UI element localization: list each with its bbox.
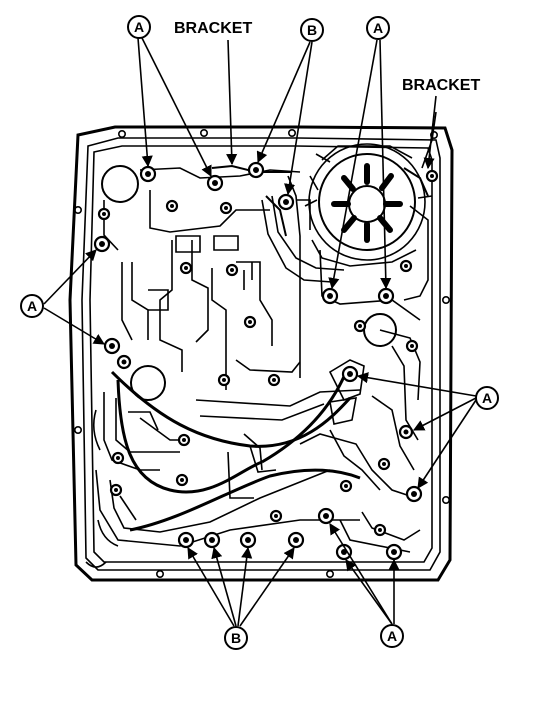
bolt-misc-9 (175, 473, 189, 487)
bolt-b-bottom-4 (287, 531, 305, 549)
bolt-a-right-4 (398, 424, 414, 440)
callout-a-top-right: A (366, 16, 390, 40)
bolt-misc-4 (225, 263, 239, 277)
bolt-misc-15 (405, 339, 419, 353)
bolt-a-top-1 (139, 165, 157, 183)
bolt-misc-6 (217, 373, 231, 387)
bolt-left-3 (116, 354, 132, 370)
bolt-misc-20 (97, 207, 111, 221)
bolt-a-bottom-1 (317, 507, 335, 525)
bracket-label-top: BRACKET (174, 20, 252, 37)
bolt-a-right-2 (377, 287, 395, 305)
wire-harness (110, 359, 365, 532)
bolt-misc-11 (109, 483, 123, 497)
bracket-label-right: BRACKET (402, 77, 480, 94)
callout-a-right-letter: A (482, 390, 492, 406)
callout-b-bottom: B (224, 626, 248, 650)
bolt-misc-12 (269, 509, 283, 523)
bolt-misc-8 (177, 433, 191, 447)
bolt-misc-2 (219, 201, 233, 215)
bolt-a-right-3 (341, 365, 359, 383)
callout-a-top-right-letter: A (373, 20, 383, 36)
callout-a-left: A (20, 294, 44, 318)
callout-b-top-letter: B (307, 22, 317, 38)
bolt-a-top-2 (206, 174, 224, 192)
callout-a-top-left-letter: A (134, 19, 144, 35)
bolt-a-right-5 (405, 485, 423, 503)
bolt-misc-17 (373, 523, 387, 537)
pump-gear (304, 143, 433, 267)
valve-body-channels (92, 153, 429, 553)
callout-b-top: B (300, 18, 324, 42)
callout-a-bottom: A (380, 624, 404, 648)
bolt-a-bottom-2 (335, 543, 353, 561)
accumulator-left (130, 365, 166, 401)
bracket-top-part (211, 164, 292, 237)
bolt-misc-13 (339, 479, 353, 493)
bolt-misc-18 (399, 259, 413, 273)
callout-b-bottom-letter: B (231, 630, 241, 646)
bolt-a-bottom-3 (385, 543, 403, 561)
bolt-a-left-2 (103, 337, 121, 355)
bolt-misc-5 (243, 315, 257, 329)
bolt-a-right-1 (321, 287, 339, 305)
callout-a-right: A (475, 386, 499, 410)
leader-lines (43, 37, 477, 627)
bolt-misc-19 (425, 169, 439, 183)
bolt-a-left-1 (93, 235, 111, 253)
callout-a-left-letter: A (27, 298, 37, 314)
bolt-b-top-1 (247, 161, 265, 179)
bolt-misc-10 (111, 451, 125, 465)
bolt-misc-1 (165, 199, 179, 213)
callout-a-top-left: A (127, 15, 151, 39)
bolt-b-bottom-1 (177, 531, 195, 549)
bolt-misc-7 (267, 373, 281, 387)
case-outline (68, 125, 454, 582)
bolt-misc-16 (377, 457, 391, 471)
callout-a-bottom-letter: A (387, 628, 397, 644)
bolt-misc-14 (353, 319, 367, 333)
bolt-b-bottom-3 (239, 531, 257, 549)
bolt-misc-3 (179, 261, 193, 275)
bolt-b-bottom-2 (203, 531, 221, 549)
bolt-b-top-2 (277, 193, 295, 211)
